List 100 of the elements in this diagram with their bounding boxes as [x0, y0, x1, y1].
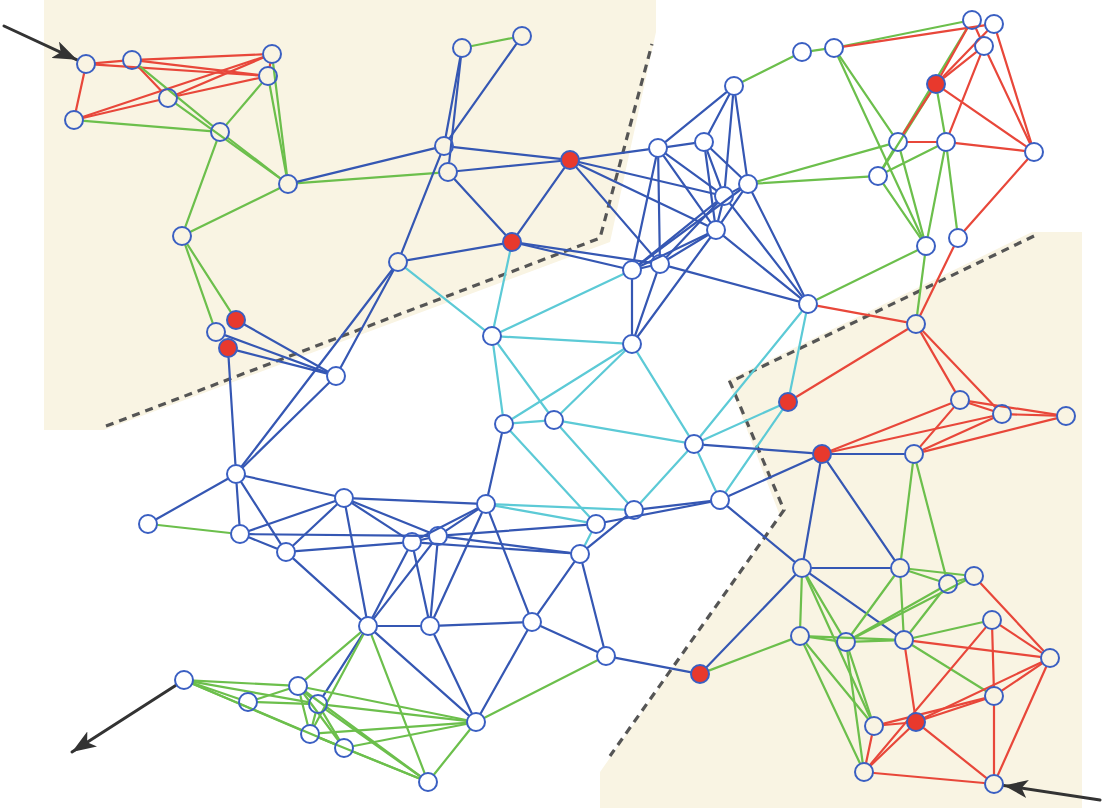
- graph-edge: [992, 704, 996, 776]
- graph-edge: [446, 536, 572, 554]
- graph-edge: [942, 51, 978, 79]
- graph-edge: [808, 636, 838, 642]
- graph-edge: [352, 497, 478, 505]
- graph-edge: [805, 575, 871, 719]
- graph-edge: [904, 648, 916, 714]
- graph-edge: [850, 574, 896, 636]
- graph-edge: [968, 402, 994, 412]
- graph-edge: [922, 417, 1058, 453]
- graph-edge: [842, 24, 986, 48]
- graph-edge: [488, 512, 530, 614]
- graph-edge: [604, 500, 712, 524]
- network-node: [864, 716, 884, 736]
- graph-edge: [922, 727, 988, 779]
- graph-edge: [562, 420, 686, 444]
- graph-edge: [717, 204, 723, 222]
- graph-edge: [912, 640, 1042, 658]
- graph-edge: [805, 642, 869, 720]
- graph-edge: [176, 77, 260, 97]
- graph-edge: [941, 30, 989, 78]
- graph-edge: [872, 771, 986, 785]
- graph-edge: [815, 249, 919, 301]
- graph-edge: [915, 462, 947, 576]
- graph-edge: [657, 156, 661, 256]
- graph-edge: [82, 99, 160, 119]
- graph-edge: [226, 136, 282, 180]
- network-node: [684, 434, 704, 454]
- arrow: [1002, 780, 1102, 802]
- graph-edge: [926, 150, 946, 238]
- graph-edge: [304, 631, 362, 681]
- graph-edge: [536, 561, 576, 615]
- graph-edge: [452, 146, 562, 160]
- graph-edge: [999, 624, 1043, 654]
- graph-edge: [795, 328, 909, 398]
- graph-edge: [665, 202, 719, 258]
- network-node: [308, 694, 328, 714]
- network-node: [358, 616, 378, 636]
- graph-edge: [963, 158, 1029, 232]
- graph-edge: [292, 557, 362, 621]
- network-node: [992, 404, 1012, 424]
- graph-edge: [882, 697, 986, 725]
- graph-edge: [433, 633, 473, 715]
- network-node: [724, 76, 744, 96]
- graph-edge: [352, 500, 430, 534]
- graph-edge: [939, 27, 969, 77]
- graph-edge: [731, 187, 741, 193]
- graph-edge: [975, 27, 981, 39]
- network-node: [122, 50, 142, 70]
- network-node: [278, 174, 298, 194]
- graph-edge: [724, 409, 784, 493]
- network-node: [438, 162, 458, 182]
- graph-edge: [559, 426, 629, 504]
- filled-network-node: [926, 74, 946, 94]
- graph-edge: [830, 452, 906, 456]
- network-node: [230, 524, 250, 544]
- network-node: [792, 42, 812, 62]
- network-node: [854, 762, 874, 782]
- graph-edge: [741, 55, 795, 83]
- graph-edge: [94, 63, 260, 77]
- graph-edge: [248, 533, 430, 537]
- graph-edge: [632, 156, 658, 262]
- network-node: [1040, 648, 1060, 668]
- graph-edge: [240, 481, 282, 545]
- network-node: [622, 334, 642, 354]
- graph-edge: [706, 150, 722, 188]
- graph-edge: [870, 727, 910, 767]
- network-node: [948, 228, 968, 248]
- graph-edge: [705, 574, 797, 668]
- graph-edge: [810, 48, 826, 52]
- graph-edge: [638, 201, 718, 265]
- graph-edge: [326, 704, 468, 722]
- graph-edge: [968, 400, 1058, 416]
- graph-edge: [922, 417, 994, 451]
- network-node: [888, 132, 908, 152]
- graph-edge: [322, 633, 364, 697]
- graph-edge: [156, 523, 232, 535]
- graph-edge: [520, 243, 624, 269]
- graph-edge: [224, 334, 328, 374]
- network-node: [402, 532, 422, 552]
- graph-edge: [248, 500, 336, 532]
- graph-edge: [704, 150, 716, 222]
- network-node: [258, 66, 278, 86]
- graph-edge: [954, 142, 1026, 152]
- graph-edge: [723, 94, 735, 188]
- graph-edge: [325, 708, 421, 778]
- graph-edge: [299, 694, 309, 726]
- network-node: [544, 410, 564, 430]
- graph-edge: [82, 56, 264, 118]
- graph-edge: [244, 475, 336, 497]
- graph-edge: [995, 32, 1033, 144]
- graph-edge: [243, 323, 329, 373]
- network-node: [388, 252, 408, 272]
- graph-edge: [916, 254, 926, 316]
- graph-edge: [429, 544, 439, 618]
- graph-edge: [881, 149, 895, 169]
- graph-edge: [726, 505, 796, 563]
- graph-edge: [936, 92, 946, 134]
- graph-edge: [882, 721, 908, 727]
- graph-edge: [192, 682, 240, 700]
